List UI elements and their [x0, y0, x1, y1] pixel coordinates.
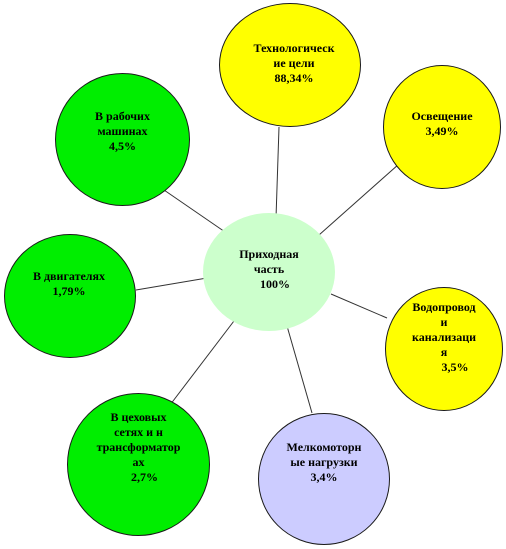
label-line: Водопровод [412, 300, 476, 314]
link-motor [135, 277, 208, 291]
node-incoming-total: Приходная часть 100% [203, 213, 335, 331]
label-value: 1,79% [52, 284, 86, 298]
node-label: В цеховых сетях и н трансформатор ах 2,7… [68, 410, 209, 485]
node-shop-networks-transformers: В цеховых сетях и н трансформатор ах 2,7… [67, 393, 210, 536]
label-value: 88,34% [274, 71, 314, 85]
label-line: часть [253, 262, 285, 276]
link-tech [275, 126, 280, 219]
node-label: Мелкомоторн ые нагрузки 3,4% [259, 440, 389, 485]
node-label: Водопровод и канализаци я 3,5% [386, 300, 502, 375]
label-value: 2,7% [131, 470, 158, 484]
label-value: 4,5% [109, 139, 136, 153]
node-water-and-sewage: Водопровод и канализаци я 3,5% [385, 287, 503, 411]
link-small [286, 325, 313, 414]
label-line: ые нагрузки [290, 455, 358, 469]
label-line: Приходная [239, 247, 299, 261]
node-label: В рабочих машинах 4,5% [56, 109, 189, 154]
label-line: и [440, 315, 448, 329]
label-line: В цеховых [110, 410, 167, 424]
label-line: машинах [97, 124, 148, 138]
label-line: канализаци [411, 330, 477, 344]
node-label: Приходная часть 100% [203, 247, 335, 292]
label-line: ах [132, 455, 145, 469]
link-work [163, 189, 229, 235]
node-lighting: Освещение 3,49% [383, 65, 501, 189]
label-line: ие цели [273, 56, 315, 70]
label-line: В двигателях [32, 269, 106, 283]
label-line: Освещение [411, 109, 473, 123]
label-line: сетях и н [114, 425, 163, 439]
node-technological-purposes: Технологическ ие цели 88,34% [219, 3, 361, 127]
node-small-motor-loads: Мелкомоторн ые нагрузки 3,4% [258, 413, 390, 545]
node-working-machines: В рабочих машинах 4,5% [55, 73, 190, 206]
node-label: Технологическ ие цели 88,34% [228, 41, 360, 86]
label-line: трансформатор [96, 440, 181, 454]
node-label: Освещение 3,49% [388, 109, 496, 139]
link-shop [169, 316, 238, 406]
label-line: я [440, 345, 448, 359]
node-label: В двигателях 1,79% [5, 269, 133, 299]
label-value: 3,4% [310, 470, 338, 484]
label-line: Технологическ [253, 41, 335, 55]
label-value: 3,49% [425, 124, 459, 138]
label-line: Мелкомоторн [286, 440, 362, 454]
label-value: 100% [260, 277, 290, 291]
link-light [318, 163, 400, 236]
link-water [330, 293, 388, 319]
label-line: В рабочих [95, 109, 150, 123]
label-value: 3,5% [441, 360, 469, 374]
node-motors: В двигателях 1,79% [4, 234, 136, 358]
